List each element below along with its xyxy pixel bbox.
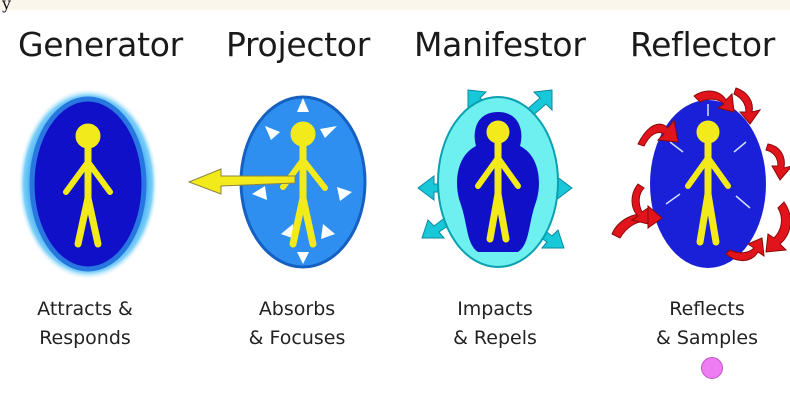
caption-projector: Absorbs & Focuses — [248, 298, 346, 349]
generator-figure — [18, 88, 158, 280]
manifestor-figure — [417, 89, 573, 268]
stick-figure — [685, 120, 731, 246]
pink-marker-dot — [701, 357, 723, 379]
stick-figure — [475, 120, 521, 243]
projector-figure — [187, 95, 367, 269]
caption-reflector: Reflects & Samples — [656, 298, 758, 349]
caption-manifestor: Impacts & Repels — [453, 298, 537, 349]
projection-arrow — [187, 168, 296, 195]
title-manifestor: Manifestor — [414, 25, 586, 64]
inner-arrows — [665, 104, 751, 209]
red-arrows — [611, 87, 790, 261]
corner-text-fragment: y — [2, 0, 12, 13]
title-reflector: Reflector — [630, 25, 775, 64]
title-projector: Projector — [226, 25, 370, 64]
top-strip — [0, 0, 790, 10]
reflector-figure — [611, 87, 790, 268]
title-generator: Generator — [18, 25, 183, 64]
stick-figure — [63, 123, 113, 248]
stick-figure — [280, 121, 328, 248]
caption-generator: Attracts & Responds — [37, 298, 133, 349]
notch-arrows — [252, 98, 352, 264]
